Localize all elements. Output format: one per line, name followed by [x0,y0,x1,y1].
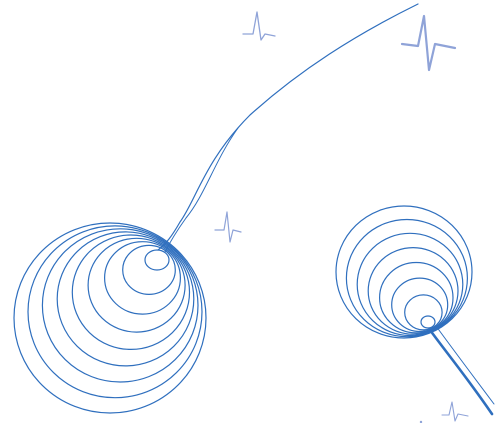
spiral-ring [335,205,473,339]
spiral-ring [103,241,182,315]
right-spiral [335,205,495,416]
spiral-ring [13,222,207,414]
right-spiral-tail-thin [435,325,495,405]
spiral-ring [144,249,170,271]
spiral-ring [71,234,191,351]
dot-mark [419,420,423,423]
left-spiral-tail [157,3,419,251]
heartbeat-squiggle-icon [400,14,457,72]
spiral-ring [391,277,449,333]
spiral-ring [378,261,454,334]
heartbeat-squiggle-icon [242,11,276,41]
spiral-ring [56,231,195,367]
spiral-ring [122,244,176,295]
heartbeat-squiggle-icon [441,401,469,422]
spiral-ring [41,228,199,383]
spiral-ring [356,232,464,337]
spiral-ring [87,237,186,333]
left-spiral-tail-inner [164,127,239,253]
left-spiral [13,3,419,414]
right-spiral-tail [428,328,494,416]
spiral-ring [404,294,443,331]
spiral-ring [27,225,203,399]
squiggle-group [214,11,469,423]
spiral-ring [345,218,468,338]
heartbeat-squiggle-icon [214,211,242,243]
spiral-ring [367,246,459,335]
spiral-ring [420,315,436,329]
